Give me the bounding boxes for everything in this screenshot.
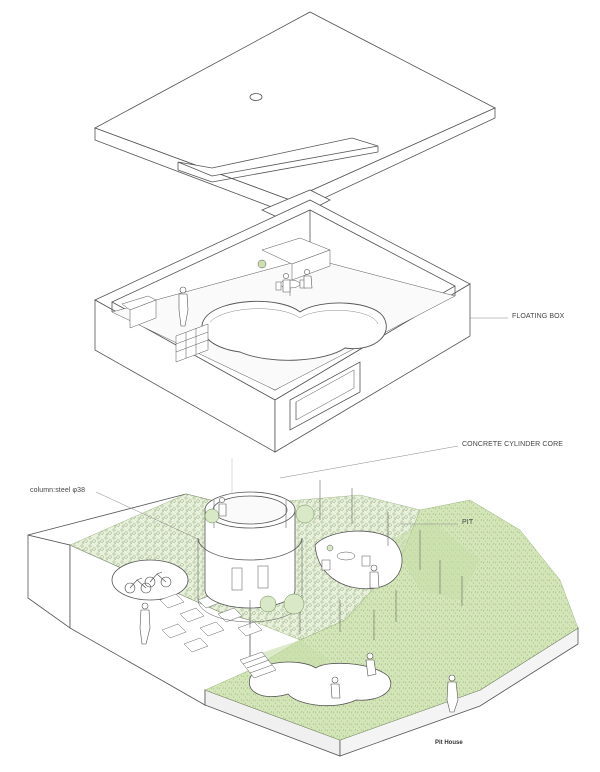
shelf-unit (175, 323, 209, 363)
tree (204, 504, 315, 615)
bicycle (124, 571, 172, 594)
floor-opening (201, 300, 387, 361)
roof-slab (94, 11, 496, 223)
steel-columns (213, 480, 463, 640)
label-floating-box: FLOATING BOX (512, 313, 565, 320)
label-column: column:steel φ38 (30, 487, 86, 494)
diagram-caption: Pit House (435, 740, 463, 746)
label-pit: PIT (462, 519, 474, 526)
label-concrete-core: CONCRETE CYLINDER CORE (462, 441, 563, 448)
stairs (239, 651, 277, 679)
pit (111, 530, 403, 706)
person-figure (178, 269, 313, 327)
stepping-stones (159, 593, 263, 653)
grass-patch (390, 520, 480, 600)
cylinder-core (197, 491, 303, 623)
leader-lines (95, 317, 508, 541)
person-figure (139, 497, 459, 713)
kitchen-counter (121, 237, 331, 329)
chair (321, 544, 371, 571)
